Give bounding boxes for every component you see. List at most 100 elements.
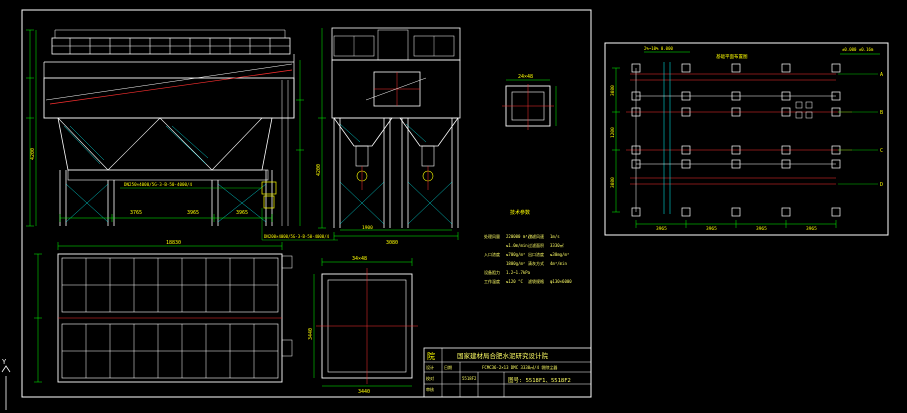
spec-cell-0-2: 过滤风速 xyxy=(528,233,544,239)
pile-cap-18 xyxy=(781,63,791,73)
pile-cap-12 xyxy=(731,63,741,73)
end-total-height-dim: 4200 xyxy=(316,164,322,176)
pile-cap-4 xyxy=(631,159,641,169)
pile-cap-8 xyxy=(681,107,691,117)
spec-cell-4-0: 设备阻力 xyxy=(484,269,500,275)
hopper-section: 34×48 3440 3440 xyxy=(308,256,418,395)
rs-axis-3: D xyxy=(880,182,883,188)
end-view-caption: 技术参数 xyxy=(510,209,530,216)
rs-bottom-dim-2: 3965 xyxy=(756,226,767,232)
spec-cell-5-3: φ130×6000 xyxy=(550,279,572,284)
spec-cell-0-1: 220000 m³/h xyxy=(506,234,533,239)
pile-cap-11 xyxy=(681,207,691,217)
right-sheet-frame xyxy=(604,42,889,236)
rs-top-left: 2%~10% 0.000 xyxy=(644,46,673,51)
left-sheet-frame xyxy=(21,9,592,398)
mid-span-dim: 3965 xyxy=(187,210,199,216)
title-cell-1: 校对 xyxy=(426,375,434,381)
pile-cap-0 xyxy=(631,63,641,73)
end-base-width-dim: 3080 xyxy=(386,240,398,246)
rs-bottom-dim-3: 3965 xyxy=(806,226,817,232)
pile-cap-6 xyxy=(681,63,691,73)
pile-cap-23 xyxy=(781,207,791,217)
pile-cap-2 xyxy=(631,107,641,117)
pile-cap-17 xyxy=(731,207,741,217)
spec-cell-0-3: 1m/s xyxy=(550,234,560,239)
right-span-dim: 3965 xyxy=(236,210,248,216)
plan-width-dim: 18830 xyxy=(166,240,181,246)
title-cell-2: 审核 xyxy=(426,386,434,392)
pile-cap-28 xyxy=(831,159,841,169)
pile-cap-19 xyxy=(781,91,791,101)
end-inner-width-dim: 1900 xyxy=(362,225,373,231)
outlet-note-b: DN200×4000/5G-3-B-50-4000/4 xyxy=(264,234,330,239)
title-cell-3: 日期 xyxy=(444,364,452,370)
rs-left-dim-0: 3080 xyxy=(610,85,616,96)
hopper-top-dim: 34×48 xyxy=(352,256,367,262)
spec-cell-1-1: ≤1.0m/min xyxy=(506,243,528,248)
rs-top-right: ±0.000 ±0.16m xyxy=(842,47,874,52)
pile-cap-20 xyxy=(781,107,791,117)
title-cell-4: 5518F2 xyxy=(462,376,477,381)
title-cell-0: 设计 xyxy=(426,364,434,370)
spec-cell-5-2: 滤袋规格 xyxy=(528,278,544,284)
outlet-note-a: DN250×4000/5G-3-B-50-4000/4 xyxy=(124,182,193,187)
pile-cap-21 xyxy=(781,145,791,155)
rs-bottom-dim-1: 3965 xyxy=(706,226,717,232)
spec-cell-3-1: 1800g/m² xyxy=(506,261,525,266)
rs-left-dim-2: 3080 xyxy=(610,177,616,188)
pile-cap-24 xyxy=(831,63,841,73)
inlet-detail-dim: 24×48 xyxy=(518,74,533,80)
left-sheet: 4200 3765 3965 3965 DN250×4000/5G-3-B-50… xyxy=(21,9,592,398)
ucs-icon: Y xyxy=(1,358,11,410)
foundation-pile-grid xyxy=(631,63,841,217)
title-drawing-no: 图号: 5518F1、5518F2 xyxy=(508,376,571,384)
pile-cap-7 xyxy=(681,91,691,101)
hopper-height-dim: 3440 xyxy=(308,328,314,340)
inlet-detail: 24×48 xyxy=(502,74,557,130)
title-institute: 国家建材局合肥水泥研究设计院 xyxy=(457,351,549,360)
pile-cap-16 xyxy=(731,159,741,169)
rs-axis-0: A xyxy=(880,72,883,78)
rs-bottom-dim-0: 3965 xyxy=(656,226,667,232)
pile-cap-10 xyxy=(681,159,691,169)
pile-cap-14 xyxy=(731,107,741,117)
spec-cell-2-0: 入口浓度 xyxy=(484,251,500,257)
plan-view: 18830 xyxy=(34,240,293,383)
pile-cap-13 xyxy=(731,91,741,101)
rs-axis-1: B xyxy=(880,110,883,116)
spec-cell-5-1: ≤120 °C xyxy=(506,279,523,284)
rs-left-dim-1: 1200 xyxy=(610,127,616,138)
pile-cap-29 xyxy=(831,207,841,217)
rs-top-center: 基础平面布置图 xyxy=(716,53,748,60)
pile-cap-3 xyxy=(631,145,641,155)
title-model-line: FCMC36-2×13 DMC 3330㎡/4 袋除尘器 xyxy=(482,364,557,370)
spec-cell-2-3: ≤30mg/m³ xyxy=(550,252,569,257)
title-block: 院 国家建材局合肥水泥研究设计院 FCMC36-2×13 DMC 3330㎡/4… xyxy=(423,347,592,398)
spec-cell-5-0: 工作温度 xyxy=(484,278,500,284)
left-span-dim: 3765 xyxy=(130,210,142,216)
title-logo: 院 xyxy=(427,351,435,361)
right-sheet: 2%~10% 0.000 基础平面布置图 ±0.000 ±0.16m 3965 … xyxy=(604,42,889,236)
ucs-y-label: Y xyxy=(2,358,7,366)
pile-cap-15 xyxy=(731,145,741,155)
spec-cell-2-2: 出口浓度 xyxy=(528,251,544,257)
end-elevation: 4200 3080 1900 技术参数 xyxy=(316,27,530,246)
spec-cell-0-0: 处理风量 xyxy=(484,233,500,239)
side-height-dim: 4200 xyxy=(30,148,36,160)
spec-cell-1-3: 3330㎡ xyxy=(550,242,564,248)
spec-cell-4-1: 1.2~1.7kPa xyxy=(506,270,531,275)
spec-cell-1-2: 过滤面积 xyxy=(528,242,544,248)
side-elevation: 4200 3765 3965 3965 DN250×4000/5G-3-B-50… xyxy=(26,29,338,241)
hopper-bottom-dim: 3440 xyxy=(358,389,370,395)
pile-cap-1 xyxy=(631,91,641,101)
spec-cell-2-1: ≤700g/m³ xyxy=(506,252,525,257)
rs-axis-2: C xyxy=(880,148,883,154)
spec-cell-3-3: 4m³/min xyxy=(550,261,567,266)
spec-cell-3-2: 清灰方式 xyxy=(528,260,544,266)
pile-cap-25 xyxy=(831,91,841,101)
pile-cap-5 xyxy=(631,207,641,217)
pile-cap-9 xyxy=(681,145,691,155)
